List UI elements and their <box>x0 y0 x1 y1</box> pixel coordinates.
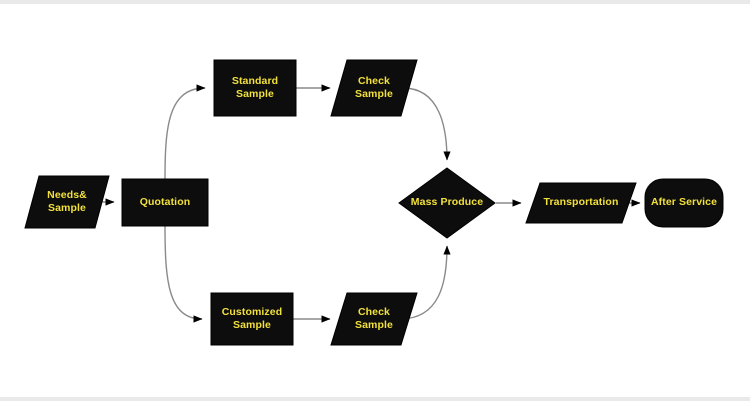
node-shape-after-service[interactable] <box>644 178 724 228</box>
node-shape-transportation[interactable] <box>525 182 637 224</box>
node-shape-mass-produce[interactable] <box>398 167 496 239</box>
node-shape-quotation[interactable] <box>121 178 209 227</box>
node-shape-check-sample-standard[interactable] <box>330 59 418 117</box>
node-shape-standard-sample[interactable] <box>213 59 297 117</box>
bottom-border-band <box>0 397 750 401</box>
node-shape-customized-sample[interactable] <box>210 292 294 346</box>
node-shape-check-sample-customized[interactable] <box>330 292 418 346</box>
connector-check-top-to-mass-produce <box>402 87 451 161</box>
node-shape-needs-sample[interactable] <box>24 175 110 229</box>
top-border-band <box>0 0 750 4</box>
connector-quotation-to-standard <box>164 84 206 180</box>
shape-layer <box>24 59 724 346</box>
connector-quotation-to-customized <box>164 225 203 323</box>
connector-layer <box>95 84 641 323</box>
connector-check-bottom-to-mass-produce <box>399 245 451 320</box>
